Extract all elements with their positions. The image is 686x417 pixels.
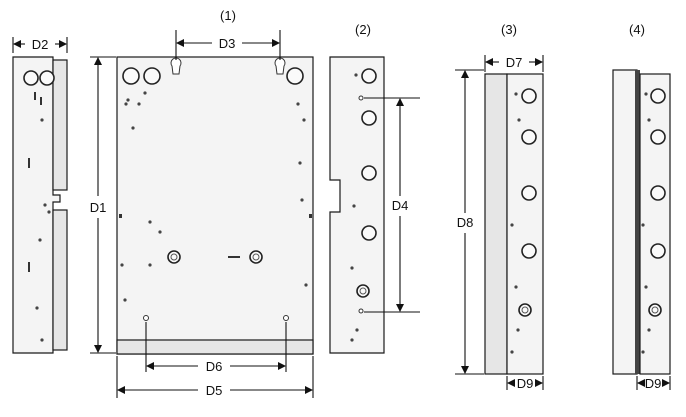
view-label-4: (4)	[629, 22, 645, 37]
dimension-d6: D6	[145, 322, 287, 374]
dimension-d4: D4	[364, 97, 420, 313]
front-view	[116, 56, 314, 355]
dim-label-d8: D8	[457, 215, 474, 230]
dim-label-d3: D3	[219, 36, 236, 51]
dimension-d3: D3	[175, 30, 281, 60]
side-view-left	[12, 56, 68, 354]
dim-label-d1: D1	[90, 200, 107, 215]
dim-label-d5: D5	[206, 383, 223, 398]
view-label-3: (3)	[501, 22, 517, 37]
side-view-2	[329, 56, 385, 354]
dim-label-d6: D6	[206, 359, 223, 374]
dimension-d9-view4: D9	[636, 376, 671, 391]
dimension-d5: D5	[116, 356, 314, 398]
dim-label-d7: D7	[506, 55, 523, 70]
view-label-1: (1)	[220, 8, 236, 23]
view-label-2: (2)	[355, 22, 371, 37]
dim-label-d9-view4: D9	[645, 376, 662, 391]
dimension-d1: D1	[90, 56, 116, 354]
dim-label-d4: D4	[392, 198, 409, 213]
side-view-3	[484, 73, 544, 375]
dim-label-d9-view3: D9	[517, 376, 534, 391]
dimension-d2: D2	[12, 37, 68, 53]
dimension-d8: D8	[455, 69, 484, 375]
dimension-d7: D7	[484, 55, 544, 72]
dimension-d9-view3: D9	[506, 376, 544, 391]
dim-label-d2: D2	[32, 37, 49, 52]
side-view-4	[612, 69, 671, 375]
